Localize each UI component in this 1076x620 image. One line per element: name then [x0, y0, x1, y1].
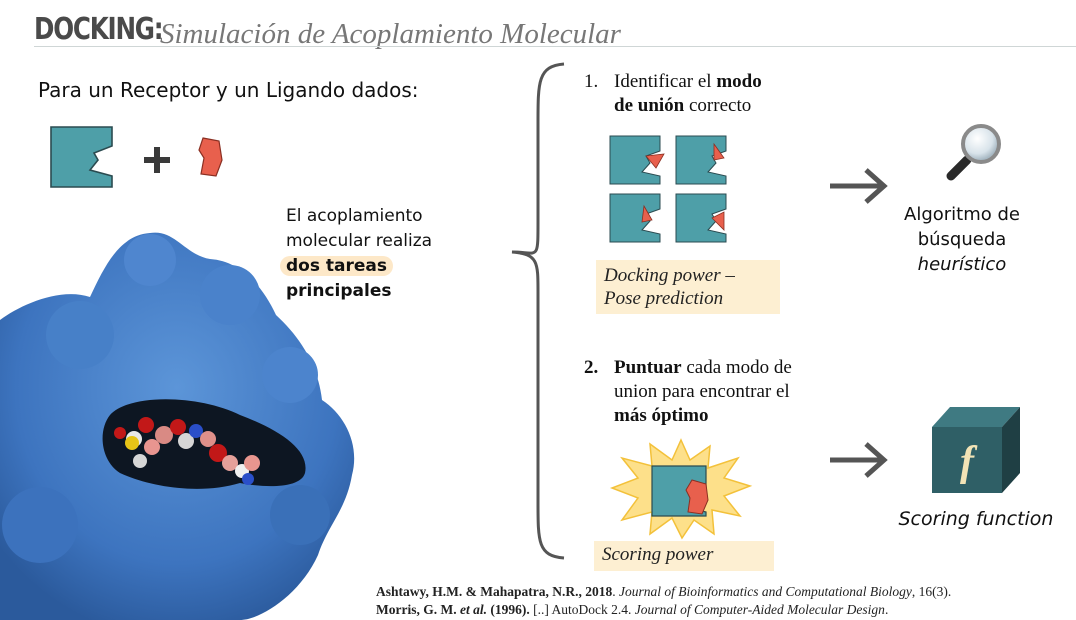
magnifier-icon: [946, 124, 1001, 181]
description-line: molecular realiza: [286, 231, 433, 251]
search-line: búsqueda: [917, 229, 1007, 250]
scoring-function-label: Scoring function: [898, 508, 1054, 530]
search-line: Algoritmo de: [904, 204, 1020, 225]
description-line: El acoplamiento: [286, 206, 423, 226]
scoring-power-note: Scoring power: [594, 541, 774, 571]
pose-2: [675, 135, 727, 185]
ref2-journal: Journal of Computer-Aided Molecular Desi…: [634, 602, 885, 617]
ref2-authors: Morris, G. M.: [376, 602, 460, 617]
task1-text-b: correcto: [684, 95, 752, 116]
ref2-year: (1996).: [486, 602, 530, 617]
description-highlight: dos tareas: [280, 256, 393, 276]
task2-text: 2. Puntuar cada modo de union para encont…: [584, 356, 792, 428]
search-algorithm-label: Algoritmo de búsqueda heurístico: [900, 202, 1024, 277]
function-cube-icon: f: [932, 407, 1020, 493]
pose-1: [609, 135, 665, 185]
task2-number: 2.: [584, 357, 599, 378]
task2-bold-a: Puntuar: [614, 357, 682, 378]
ref1-rest: , 16(3).: [911, 584, 952, 599]
task2-text-a: cada modo de: [681, 357, 792, 378]
intro-text: Para un Receptor y un Ligando dados:: [38, 78, 419, 102]
note-line: Docking power –: [604, 265, 735, 286]
task1-text: 1. Identificar el modo de unión correcto: [584, 70, 762, 118]
ligand-icon: [198, 137, 223, 177]
ref1-sep: .: [612, 584, 619, 599]
task1-text-a: Identificar el: [614, 71, 717, 92]
description-line: principales: [286, 281, 392, 301]
description-block: El acoplamiento molecular realiza dos ta…: [280, 204, 433, 304]
pose-3: [609, 193, 661, 243]
title-subtitle: Simulación de Acoplamiento Molecular: [160, 18, 621, 50]
reference-1: Ashtawy, H.M. & Mahapatra, N.R., 2018. J…: [376, 584, 951, 600]
pose-grid: [609, 135, 727, 243]
task1-bold-a: modo: [716, 71, 762, 92]
receptor-icon: [50, 126, 113, 188]
pose-4: [675, 193, 727, 243]
ref1-journal: Journal of Bioinformatics and Computatio…: [619, 584, 912, 599]
protein-surface-image: [0, 232, 355, 620]
title-divider: [34, 46, 1076, 47]
arrow-right-icon: [830, 168, 888, 204]
plus-icon: [144, 147, 170, 173]
note-line: Pose prediction: [604, 288, 724, 309]
reference-2: Morris, G. M. et al. (1996). [..] AutoDo…: [376, 602, 888, 618]
search-line: heurístico: [917, 254, 1007, 275]
title-main: DOCKING:: [34, 12, 164, 47]
ref2-end: .: [884, 602, 889, 617]
task1-bold-b: de unión: [614, 95, 685, 116]
task1-number: 1.: [584, 71, 599, 92]
function-symbol: f: [960, 439, 978, 485]
task2-text-b: union para encontrar el: [614, 381, 790, 402]
task2-bold-b: más óptimo: [614, 405, 709, 426]
ref1-authors: Ashtawy, H.M. & Mahapatra, N.R., 2018: [376, 584, 613, 599]
arrow-right-icon: [830, 442, 888, 478]
scoring-burst-icon: [609, 438, 753, 540]
docking-power-note: Docking power – Pose prediction: [596, 260, 780, 314]
ref2-etal: et al.: [459, 602, 487, 617]
ref2-mid: [..] AutoDock 2.4.: [529, 602, 635, 617]
curly-brace: [511, 62, 565, 560]
